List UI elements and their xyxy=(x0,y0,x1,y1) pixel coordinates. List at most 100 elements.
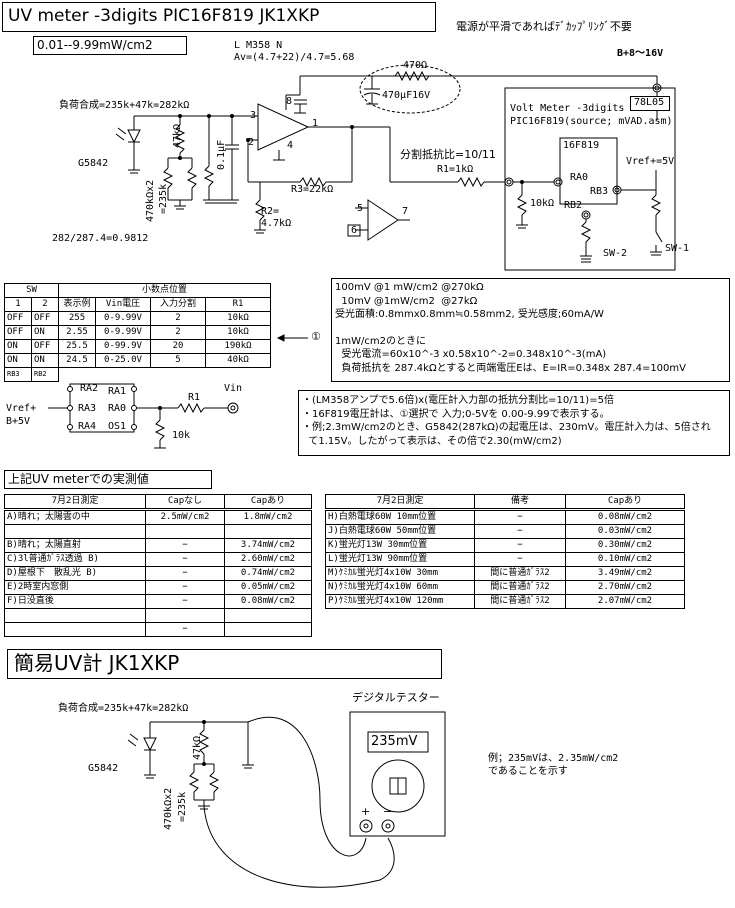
simple-r470k-label: 470kΩx2 xyxy=(163,787,174,830)
cell: P)ｹﾐｶﾙ蛍光灯4x10W 120mm xyxy=(325,594,475,609)
sw-table: SW 小数点位置 1 2 表示例 Vin電圧 入力分割 R1 OFF OFF 2… xyxy=(4,283,271,382)
info-box-1: 100mV @1 mW/cm2 @270kΩ 10mV @1mW/cm2 @27… xyxy=(331,278,730,382)
info-line: ・例;2.3mW/cm2のとき、G5842(287kΩ)の起電圧は、230mV。… xyxy=(302,422,711,433)
cell: E)2時室内窓側 xyxy=(4,580,146,595)
table-row: ON ON 24.5 0-25.0V 5 40kΩ xyxy=(4,353,271,368)
load-label: 負荷合成=235k+47k=282kΩ xyxy=(59,100,190,111)
rb3-label: RB3 xyxy=(590,186,609,197)
cell: 2.70mW/cm2 xyxy=(565,580,685,595)
cell xyxy=(4,608,146,623)
simple-r235k-label: =235k xyxy=(177,791,188,822)
pin4-label: 4 xyxy=(287,140,294,151)
table-row: F)日没直後−0.08mW/cm2 xyxy=(4,594,312,609)
cell xyxy=(4,524,146,539)
cell: L)蛍光灯13W 90mm位置 xyxy=(325,552,475,567)
table-row: B)晴れ；太陽直射−3.74mW/cm2 xyxy=(4,538,312,553)
pin-vref: Vref+ xyxy=(6,403,37,414)
cell: − xyxy=(145,566,225,581)
cell: 0-9.99V xyxy=(95,311,151,326)
info-line: ・(LM358アンプで5.6倍)x(電圧計入力部の抵抗分割比=10/11)=5倍 xyxy=(302,395,614,406)
reg-box xyxy=(630,96,670,111)
info-box-2: ・(LM358アンプで5.6倍)x(電圧計入力部の抵抗分割比=10/11)=5倍… xyxy=(298,390,730,456)
col-head: Capあり xyxy=(224,494,312,509)
vref-label: Vref+=5V xyxy=(626,156,675,167)
cell: 190kΩ xyxy=(205,339,271,354)
pin-r10k: 10k xyxy=(172,430,191,441)
cell: ON xyxy=(4,353,32,368)
cell: − xyxy=(474,510,566,525)
cell: 24.5 xyxy=(58,353,96,368)
cell: 2.55 xyxy=(58,325,96,340)
sw2-label: SW-2 xyxy=(603,248,628,259)
range-box xyxy=(33,36,187,55)
cell xyxy=(145,608,225,623)
cell: H)白熱電球60W 10mm位置 xyxy=(325,510,475,525)
measure-table-right: 7月2日測定 備考 Capあり xyxy=(325,494,685,509)
cell: RB2 xyxy=(31,367,59,382)
cell: 間に普通ｶﾞﾗｽ2 xyxy=(474,566,566,581)
pin-r1: R1 xyxy=(188,392,201,403)
pin-ra4: RA4 xyxy=(78,421,97,432)
tester-display: 235mV xyxy=(371,734,418,749)
gain-label: Av=(4.7+22)/4.7=5.68 xyxy=(234,52,355,63)
cell: 0.30mW/cm2 xyxy=(565,538,685,553)
cell: OFF xyxy=(4,325,32,340)
table-row: J)白熱電球60W 50mm位置−0.03mW/cm2 xyxy=(325,524,685,539)
table-row: L)蛍光灯13W 90mm位置−0.10mW/cm2 xyxy=(325,552,685,567)
cell: − xyxy=(474,524,566,539)
cell: OFF xyxy=(31,311,59,326)
info-line: 100mV @1 mW/cm2 @270kΩ xyxy=(335,282,484,293)
cell: 255 xyxy=(58,311,96,326)
cell: 2 xyxy=(150,311,206,326)
cell: J)白熱電球60W 50mm位置 xyxy=(325,524,475,539)
cell: 20 xyxy=(150,339,206,354)
title-box xyxy=(2,2,436,32)
measure-title: 上記UV meterでの実測値 xyxy=(8,472,149,486)
dp-head: 小数点位置 xyxy=(58,283,271,298)
vm-title-2: PIC16F819(source; mVAD.asm) xyxy=(510,116,673,127)
table-row: H)白熱電球60W 10mm位置−0.08mW/cm2 xyxy=(325,510,685,525)
minus-terminal: − xyxy=(383,805,393,818)
cell: K)蛍光灯13W 30mm位置 xyxy=(325,538,475,553)
divider-label: 分割抵抗比=10/11 xyxy=(400,148,496,161)
pin8-label: 8 xyxy=(286,96,293,107)
table-row: C)3l普通ｶﾞﾗｽ透過 B)−2.60mW/cm2 xyxy=(4,552,312,567)
pin-b5v: B+5V xyxy=(6,416,31,427)
cell: 2.07mW/cm2 xyxy=(565,594,685,609)
cell: 0.10mW/cm2 xyxy=(565,552,685,567)
cell: 0.08mW/cm2 xyxy=(565,510,685,525)
cell: 0-99.9V xyxy=(95,339,151,354)
cell: 3.49mW/cm2 xyxy=(565,566,685,581)
info-line: 受光電流=60x10^-3 x0.58x10^-2=0.348x10^-3(mA… xyxy=(335,349,607,360)
cell: ON xyxy=(4,339,32,354)
example-line-1: 例；235mVは、2.35mW/cm2 xyxy=(488,753,619,764)
table-row xyxy=(4,608,312,623)
col-head: 7月2日測定 xyxy=(4,494,146,509)
r10k-label: 10kΩ xyxy=(530,198,555,209)
cell: 2 xyxy=(150,325,206,340)
cell: 間に普通ｶﾞﾗｽ2 xyxy=(474,580,566,595)
cell xyxy=(145,524,225,539)
cell: ON xyxy=(31,325,59,340)
pin7-label: 7 xyxy=(402,206,409,217)
pic-label: 16F819 xyxy=(563,140,600,151)
rb2-label: RB2 xyxy=(564,200,583,211)
ra0-label: RA0 xyxy=(570,172,589,183)
r47k-label: 47kΩ xyxy=(172,123,183,148)
cell: F)日没直後 xyxy=(4,594,146,609)
table-row: D)屋根下 散乱光 B)−0.74mW/cm2 xyxy=(4,566,312,581)
simple-sensor-label: G5842 xyxy=(88,763,119,774)
plus-terminal: + xyxy=(361,805,371,818)
info-line xyxy=(335,322,729,335)
table-row: E)2時室内窓側−0.05mW/cm2 xyxy=(4,580,312,595)
r470k-label: 470kΩx2 xyxy=(145,179,156,222)
cell: 0-25.0V xyxy=(95,353,151,368)
col-head: 入力分割 xyxy=(150,297,206,312)
cell: RB3 xyxy=(4,367,32,382)
cell: 25.5 xyxy=(58,339,96,354)
cell: − xyxy=(145,580,225,595)
supply-label: B+8〜16V xyxy=(617,48,664,59)
